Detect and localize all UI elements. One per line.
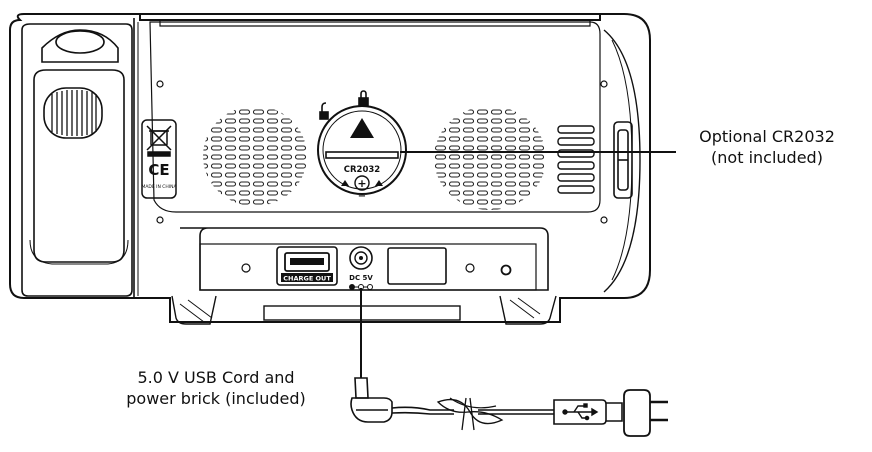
lock-icon xyxy=(358,90,369,106)
charge-out-label: CHARGE OUT xyxy=(283,275,331,283)
left-stand xyxy=(21,23,133,297)
usb-callout: 5.0 V USB Cord and power brick (included… xyxy=(96,367,336,409)
arrow-up-icon xyxy=(350,118,374,138)
battery-compartment[interactable]: CR2032 + − xyxy=(317,90,407,202)
left-speaker-grille xyxy=(203,106,307,206)
usb-callout-line2: power brick (included) xyxy=(126,389,306,408)
usb-power-cable xyxy=(350,377,668,437)
right-speaker-grille xyxy=(434,106,546,210)
battery-callout-line2: (not included) xyxy=(711,148,823,167)
arrow-left-icon xyxy=(341,180,349,186)
screws xyxy=(156,80,608,224)
arrow-right-icon xyxy=(375,180,383,186)
side-slider-switch[interactable] xyxy=(613,121,633,199)
battery-callout: Optional CR2032 (not included) xyxy=(672,126,862,168)
battery-model-label: CR2032 xyxy=(344,165,381,175)
coin-slot xyxy=(325,151,399,159)
clock-body xyxy=(9,13,651,323)
side-vents xyxy=(557,125,595,194)
usb-charge-port[interactable]: CHARGE OUT xyxy=(276,246,338,286)
polarity-icon xyxy=(349,284,373,290)
unlock-icon xyxy=(319,102,329,120)
dc-input-label: DC 5V xyxy=(349,274,373,282)
plus-symbol: + xyxy=(357,177,366,190)
weee-bin-icon xyxy=(146,125,172,157)
made-in-label: MADE IN CHINA xyxy=(141,184,177,190)
battery-callout-line1: Optional CR2032 xyxy=(699,127,835,146)
label-plate xyxy=(387,247,447,285)
panel-screw xyxy=(241,263,251,273)
minus-symbol: − xyxy=(358,191,366,202)
ce-mark: CE xyxy=(148,161,169,179)
roller-wheel xyxy=(43,87,103,139)
usb-symbol-icon xyxy=(562,403,599,421)
usb-callout-line1: 5.0 V USB Cord and xyxy=(137,368,295,387)
regulatory-label: CE MADE IN CHINA xyxy=(141,119,177,199)
reset-pinhole[interactable] xyxy=(465,263,512,276)
dc-input-jack[interactable]: DC 5V xyxy=(349,246,373,290)
